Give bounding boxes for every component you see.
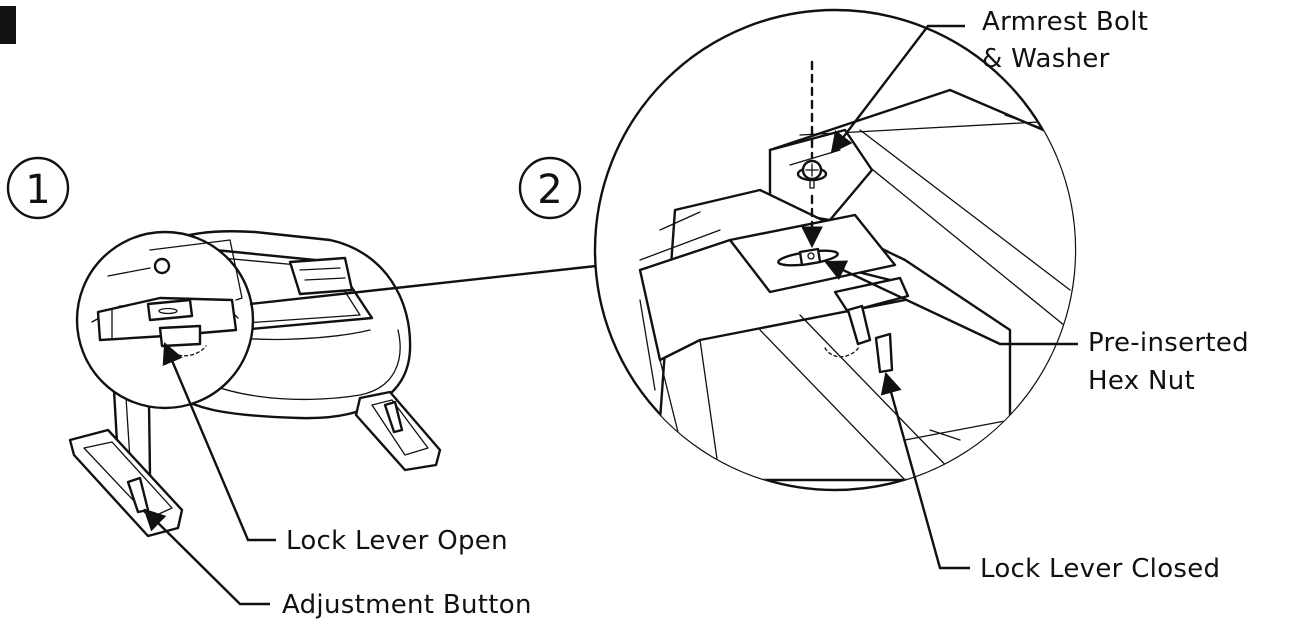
label-lock-lever-closed: Lock Lever Closed bbox=[980, 554, 1220, 584]
step-2-number: 2 bbox=[537, 167, 562, 213]
step-1-badge: 1 bbox=[6, 156, 70, 220]
detail-callout-circle bbox=[75, 230, 255, 410]
label-armrest-bolt-line1: Armrest Bolt bbox=[982, 7, 1148, 37]
label-armrest-bolt-line2: & Washer bbox=[982, 44, 1110, 74]
leader-adjustment-button bbox=[143, 508, 270, 606]
armrest-bolt bbox=[796, 159, 828, 189]
step-2-badge: 2 bbox=[518, 156, 582, 220]
leader-lock-lever-closed bbox=[880, 371, 970, 570]
label-hex-nut-line2: Hex Nut bbox=[1088, 366, 1195, 396]
leader-hex-nut bbox=[824, 260, 1078, 346]
step-1-number: 1 bbox=[25, 167, 50, 213]
leader-armrest-bolt bbox=[830, 24, 965, 154]
leader-lock-lever-open bbox=[162, 342, 276, 542]
label-hex-nut-line1: Pre-inserted bbox=[1088, 328, 1249, 358]
zoom-connector-line bbox=[249, 264, 597, 306]
corner-fragment bbox=[0, 6, 16, 44]
label-lock-lever-open: Lock Lever Open bbox=[286, 526, 508, 556]
label-adjustment-button: Adjustment Button bbox=[282, 590, 532, 620]
zoom-detail-view bbox=[593, 8, 1077, 492]
